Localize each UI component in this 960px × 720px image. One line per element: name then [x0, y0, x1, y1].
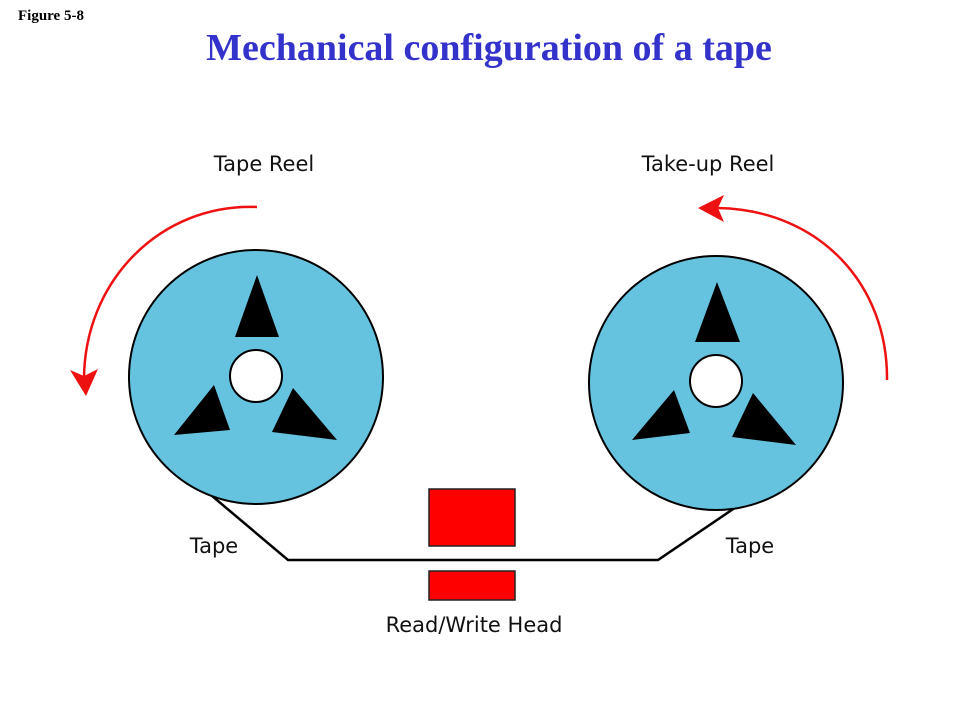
- tape-path: [204, 489, 743, 562]
- rotation-arrow-left: [82, 205, 258, 383]
- reel-spoke: [632, 390, 690, 440]
- takeup-reel: [588, 255, 844, 511]
- head-upper: [428, 488, 516, 547]
- reel-spoke: [235, 275, 279, 337]
- label-tape-reel: Tape Reel: [213, 152, 314, 176]
- label-tape-right: Tape: [725, 534, 774, 558]
- page-title: Mechanical configuration of a tape: [206, 27, 772, 69]
- reel-spoke: [174, 385, 230, 435]
- label-takeup-reel: Take-up Reel: [641, 152, 775, 176]
- arrowhead-left: [70, 369, 98, 396]
- arrowhead-right: [698, 195, 724, 222]
- reel-hub: [689, 354, 743, 408]
- reel-spoke: [732, 393, 796, 445]
- label-tape-left: Tape: [189, 534, 238, 558]
- reel-spoke: [695, 282, 740, 342]
- reel-spoke: [272, 388, 337, 440]
- head-lower: [428, 570, 516, 601]
- tape-reel: [128, 249, 384, 505]
- reel-hub: [229, 349, 283, 403]
- rotation-arrow-right: [717, 206, 889, 381]
- figure-label: Figure 5-8: [18, 8, 84, 24]
- label-head: Read/Write Head: [386, 613, 563, 637]
